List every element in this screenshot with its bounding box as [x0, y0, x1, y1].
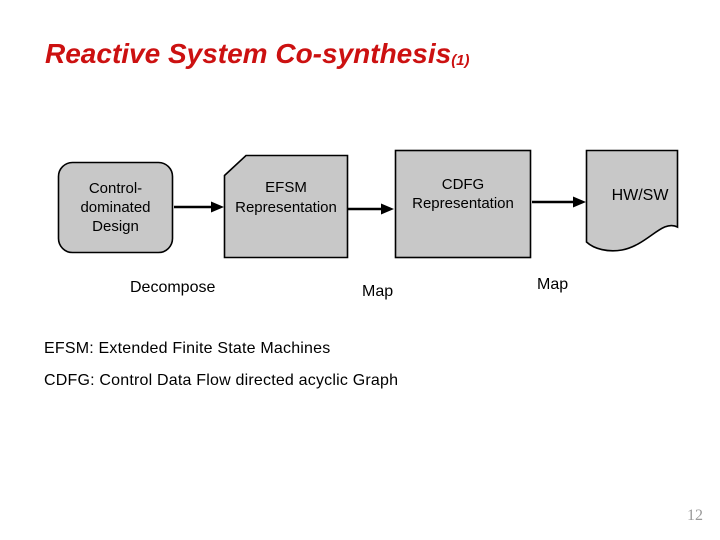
arrow-decompose	[174, 201, 224, 213]
cdfg-representation-shape	[394, 149, 532, 259]
arrowhead-icon	[381, 203, 394, 215]
hw-sw-document-shape	[585, 149, 679, 252]
edge-label-decompose: Decompose	[130, 279, 216, 296]
legend-line-efsm: EFSM: Extended Finite State Machines	[44, 340, 331, 357]
page-title-text: Reactive System Co-synthesis	[45, 38, 452, 69]
edge-label-map-2: Map	[537, 276, 569, 293]
control-dominated-design-shape	[57, 161, 174, 254]
page-number: 12	[687, 507, 703, 524]
legend: EFSM: Extended Finite State Machines CDF…	[44, 339, 398, 403]
node-label-cdfg-representation: CDFG Representation	[412, 175, 514, 212]
efsm-representation-shape	[223, 154, 349, 259]
node-label-efsm-representation: EFSM Representation	[235, 179, 337, 216]
arrow-map-2	[532, 196, 586, 208]
node-label-hw-sw: HW/SW	[611, 186, 669, 204]
arrowhead-icon	[211, 201, 224, 213]
arrowhead-icon	[573, 196, 586, 208]
node-label-control-dominated-design: Control- dominated Design	[80, 179, 151, 236]
page-title-suffix: (1)	[451, 52, 470, 69]
legend-line-cdfg: CDFG: Control Data Flow directed acyclic…	[44, 372, 399, 390]
arrow-map-1	[348, 203, 394, 215]
edge-label-map-1: Map	[362, 283, 394, 300]
page-title: Reactive System Co-synthesis(1)	[45, 38, 470, 70]
